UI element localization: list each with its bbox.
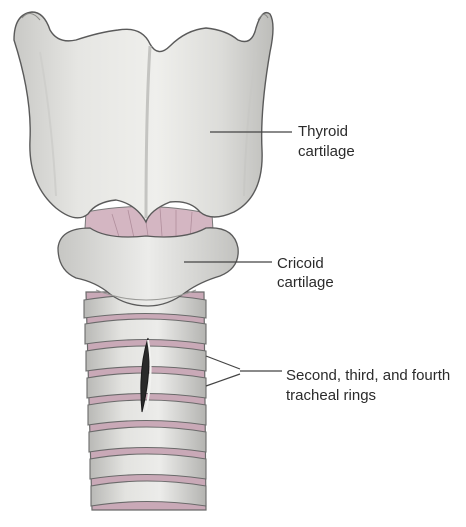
cricoid-label-line1: Cricoid: [277, 254, 324, 273]
rings-leader-lower: [206, 374, 240, 386]
tracheal-rings-label-line1: Second, third, and fourth: [286, 366, 450, 385]
thyroid-cartilage: [14, 12, 273, 222]
thyroid-label-line2: cartilage: [298, 142, 355, 161]
cricoid-cartilage: [58, 228, 238, 306]
trachea: [84, 292, 206, 510]
cricoid-label-line2: cartilage: [277, 273, 334, 292]
rings-leader-upper: [206, 356, 240, 369]
thyroid-label-line1: Thyroid: [298, 122, 348, 141]
tracheal-rings-label-line2: tracheal rings: [286, 386, 376, 405]
